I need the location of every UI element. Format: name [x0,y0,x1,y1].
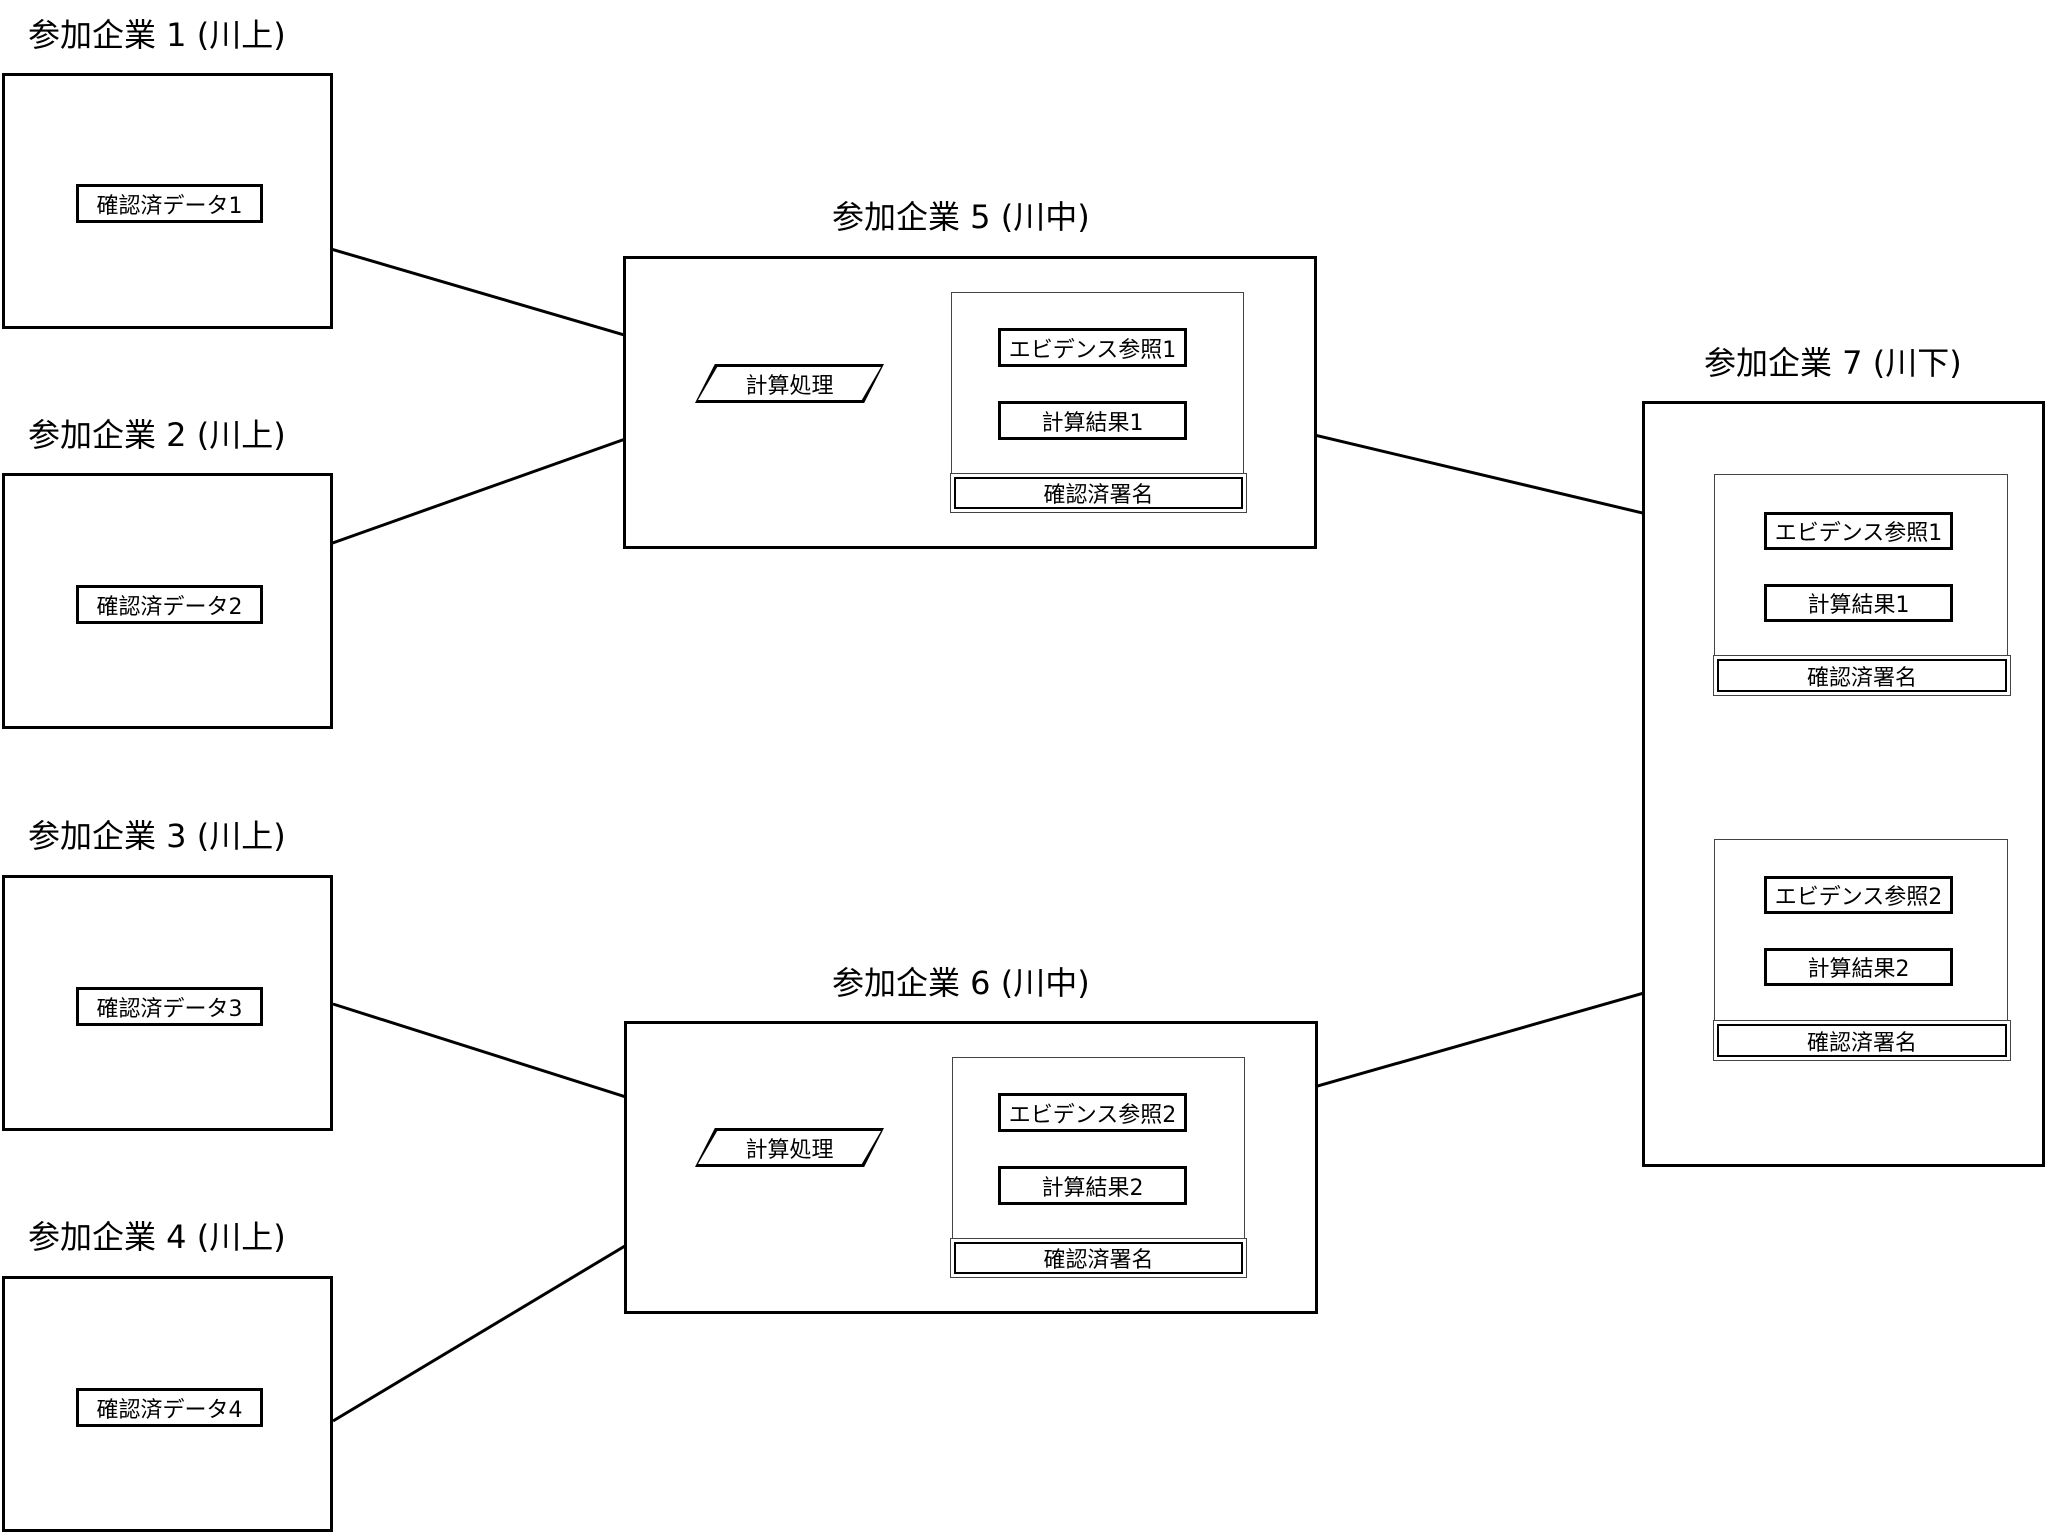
company-3-title: 参加企業 3 (川上) [28,817,286,855]
company-2-title: 参加企業 2 (川上) [28,416,286,454]
process-5-label: 計算処理 [745,373,834,399]
process-6: 計算処理 [695,1128,884,1167]
company-4-title: 参加企業 4 (川上) [28,1218,286,1256]
company-6-signature: 確認済署名 [950,1238,1247,1278]
process-5: 計算処理 [695,364,884,403]
process-6-label: 計算処理 [745,1137,834,1163]
company-6-title: 参加企業 6 (川中) [832,964,1090,1002]
company-1-title: 参加企業 1 (川上) [28,16,286,54]
company-5-title: 参加企業 5 (川中) [832,198,1090,236]
company-6-output-package [952,1057,1245,1240]
company-1-box: 確認済データ1 [2,73,333,329]
company-5-signature-label: 確認済署名 [954,477,1243,509]
company-5-calc-result: 計算結果1 [998,401,1187,440]
company-6-calc-result: 計算結果2 [998,1166,1187,1205]
company-7-calc-result-1: 計算結果1 [1764,584,1953,622]
company-7-signature-2-label: 確認済署名 [1717,1024,2007,1057]
company-6-evidence-ref: エビデンス参照2 [998,1093,1187,1132]
company-5-output-package [951,292,1244,475]
company-5-signature: 確認済署名 [950,473,1247,513]
company-7-signature-1: 確認済署名 [1713,655,2011,696]
company-6-signature-label: 確認済署名 [954,1242,1243,1274]
company-7-package-2 [1714,839,2008,1022]
company-7-package-1 [1714,474,2008,657]
verified-data-4: 確認済データ4 [76,1388,263,1427]
company-7-title: 参加企業 7 (川下) [1704,344,1962,382]
company-3-box: 確認済データ3 [2,875,333,1131]
company-7-evidence-ref-2: エビデンス参照2 [1764,876,1953,914]
company-4-box: 確認済データ4 [2,1276,333,1532]
verified-data-3: 確認済データ3 [76,987,263,1026]
verified-data-1: 確認済データ1 [76,184,263,223]
process-5-fill [698,367,881,400]
company-5-evidence-ref: エビデンス参照1 [998,328,1187,367]
company-2-box: 確認済データ2 [2,473,333,729]
process-6-fill [698,1131,881,1164]
verified-data-2: 確認済データ2 [76,585,263,624]
company-7-evidence-ref-1: エビデンス参照1 [1764,512,1953,550]
company-7-signature-2: 確認済署名 [1713,1020,2011,1061]
company-7-signature-1-label: 確認済署名 [1717,659,2007,692]
company-7-calc-result-2: 計算結果2 [1764,948,1953,986]
